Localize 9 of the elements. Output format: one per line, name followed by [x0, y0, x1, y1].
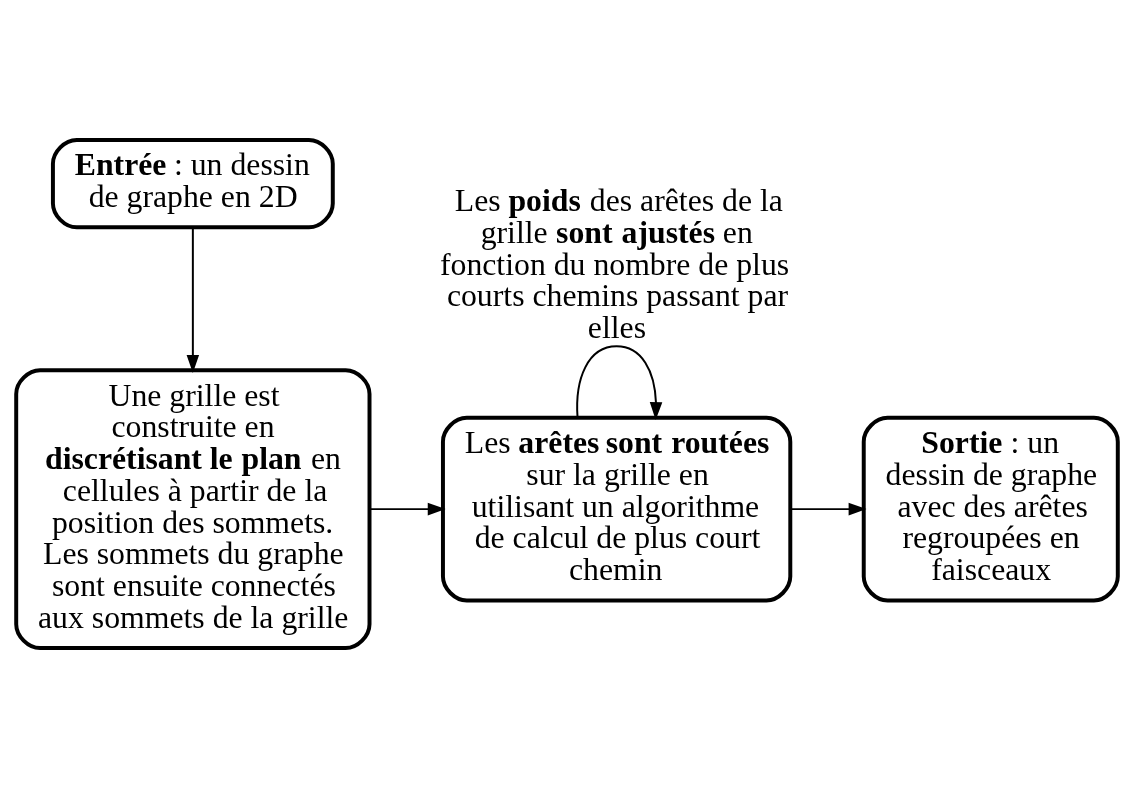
edge-label: Les poids des arêtes de la grille sont ajustés en fonction du nombre de plus courts chemins passant par elles: [439, 182, 790, 345]
arrow: [576, 344, 663, 420]
arrow: [789, 502, 867, 515]
arrow: [186, 226, 200, 373]
node-box: Entrée : un dessin de graphe en 2D: [50, 137, 335, 229]
node-box: Les arêtes sont routées sur la grille en utilisant un algorithme de calcul de plus court chemin: [440, 415, 793, 602]
arrow: [368, 502, 446, 515]
node-box: Sortie : un dessin de graphe avec des arêtes regroupées en faisceaux: [861, 415, 1120, 602]
node-box: Une grille est construite en discrétisant le plan en cellules à partir de la position des sommets. Les sommets du graphe sont ensuite connectés aux sommets de la grille: [14, 367, 372, 650]
